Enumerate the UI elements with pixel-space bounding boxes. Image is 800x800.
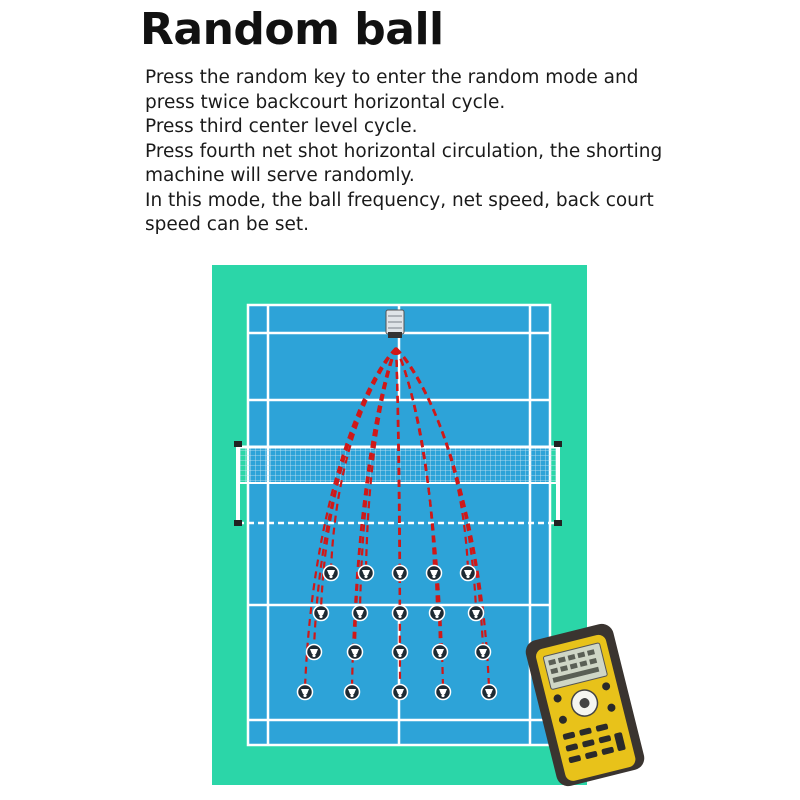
trajectory-line (303, 347, 397, 689)
description-line-1: Press the random key to enter the random… (145, 67, 639, 113)
shuttlecock-target-icon (357, 564, 375, 582)
trajectory-line (395, 347, 445, 689)
net (234, 441, 562, 526)
shuttlecock-target-icon (434, 683, 452, 701)
shuttlecock-target-icon (296, 683, 314, 701)
shuttlecock-machine-icon (385, 309, 405, 338)
shuttlecock-target-icon (431, 643, 449, 661)
shuttlecock-target-icon (480, 683, 498, 701)
shuttlecock-target-icon (343, 683, 361, 701)
page-title: Random ball (140, 4, 444, 55)
shuttlecock-target-icon (391, 604, 409, 622)
shuttlecock-target-icon (351, 604, 369, 622)
trajectories (303, 347, 491, 689)
description-line-4: In this mode, the ball frequency, net sp… (145, 189, 654, 236)
shuttlecock-target-icon (474, 643, 492, 661)
net-post-right (556, 444, 560, 524)
description-line-3: Press fourth net shot horizontal circula… (145, 140, 663, 187)
trajectory-line (350, 347, 397, 689)
shuttlecock-target-icon (305, 643, 323, 661)
shuttlecock-target-icon (467, 604, 485, 622)
shuttlecock-target-icon (391, 564, 409, 582)
shuttlecock-target-icon (391, 643, 409, 661)
landing-targets (296, 564, 498, 701)
description-line-2: Press third center level cycle. (145, 116, 418, 137)
shuttlecock-target-icon (428, 604, 446, 622)
net-post-left (236, 444, 240, 524)
trajectory-line (312, 347, 397, 649)
remote-control-icon (525, 623, 645, 787)
shuttlecock-target-icon (391, 683, 409, 701)
shuttlecock-target-icon (312, 604, 330, 622)
description: Press the random key to enter the random… (145, 66, 685, 238)
trajectory-line (395, 347, 491, 689)
shuttlecock-target-icon (322, 564, 340, 582)
shuttlecock-target-icon (346, 643, 364, 661)
shuttlecock-target-icon (459, 564, 477, 582)
net-mesh (240, 447, 560, 483)
shuttlecock-target-icon (425, 564, 443, 582)
